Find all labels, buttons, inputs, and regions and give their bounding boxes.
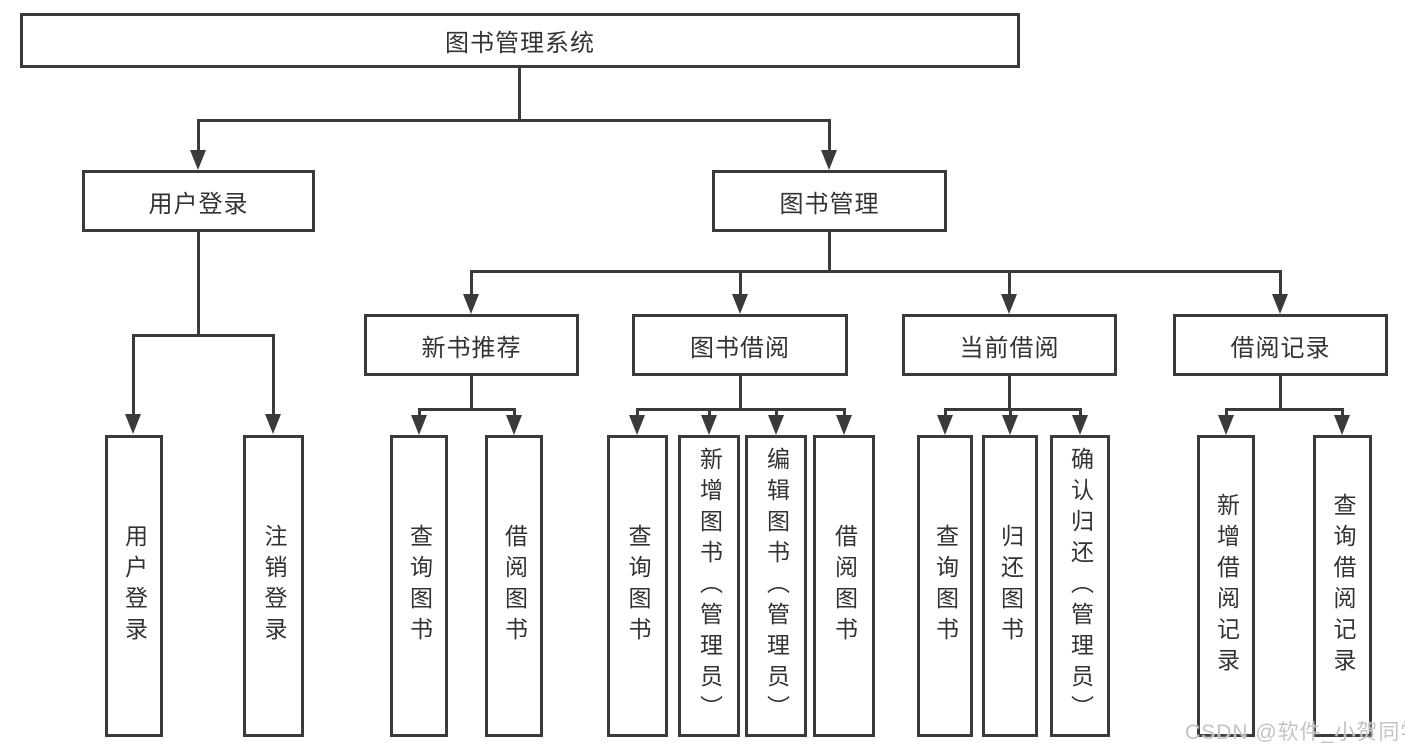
leaf-borrow-books-recommend: 借阅图书 <box>485 435 543 737</box>
connector-arrow-shaft <box>708 408 711 416</box>
arrow-head <box>701 415 717 435</box>
leaf-confirm-return-admin: 确认归还（管理员） <box>1050 435 1110 737</box>
leaf-borrow-books: 借阅图书 <box>813 435 875 737</box>
arrow-head-book-borrowing <box>732 294 748 314</box>
connector-arrow-shaft <box>1279 270 1282 295</box>
leaf-add-borrow-record: 新增借阅记录 <box>1197 435 1255 737</box>
arrow-head <box>1334 415 1350 435</box>
arrow-head-book-management <box>821 150 837 170</box>
connector-arrow-shaft <box>470 270 473 295</box>
arrow-head <box>937 415 953 435</box>
connector-user-login-stub <box>197 232 200 335</box>
leaf-return-books: 归还图书 <box>982 435 1038 737</box>
connector-arrow-shaft <box>739 270 742 295</box>
connector-root-stub <box>518 68 521 120</box>
connector-arrow-shaft <box>1008 270 1011 295</box>
leaf-logout: 注销登录 <box>243 435 304 737</box>
node-book-management: 图书管理 <box>712 170 947 232</box>
connector-arrow-shaft <box>132 334 135 415</box>
watermark: CSDN @软件_小贺同学 <box>1185 721 1405 744</box>
arrow-head <box>836 415 852 435</box>
arrow-head <box>1002 415 1018 435</box>
connector-level1-hline <box>197 119 831 122</box>
leaf-edit-books-admin: 编辑图书（管理员） <box>745 435 807 737</box>
leaf-user-login: 用户登录 <box>105 435 163 737</box>
connector-arrow-shaft <box>828 119 831 151</box>
connector-stub <box>739 376 742 408</box>
node-user-login: 用户登录 <box>82 170 315 232</box>
connector-hline <box>418 408 516 411</box>
node-current-borrowing: 当前借阅 <box>902 314 1117 376</box>
arrow-head-current-borrowing <box>1001 294 1017 314</box>
leaf-query-books-current: 查询图书 <box>917 435 973 737</box>
connector-level2-hline <box>470 270 1281 273</box>
connector-arrow-shaft <box>1009 408 1012 416</box>
connector-hline <box>944 408 1081 411</box>
connector-user-login-hline <box>132 334 275 337</box>
connector-arrow-shaft <box>272 334 275 415</box>
connector-arrow-shaft <box>775 408 778 416</box>
connector-arrow-shaft <box>843 408 846 416</box>
leaf-add-books-admin: 新增图书（管理员） <box>678 435 740 737</box>
leaf-query-books-borrow: 查询图书 <box>607 435 668 737</box>
connector-arrow-shaft <box>197 119 200 151</box>
connector-arrow-shaft <box>636 408 639 416</box>
arrow-head <box>411 415 427 435</box>
arrow-head <box>768 415 784 435</box>
arrow-head-leaf-logout <box>265 414 281 434</box>
connector-arrow-shaft <box>1079 408 1082 416</box>
connector-stub <box>1008 376 1011 408</box>
arrow-head <box>1218 415 1234 435</box>
connector-stub <box>470 376 473 408</box>
node-new-book-recommendation: 新书推荐 <box>364 314 579 376</box>
arrow-head-leaf-user-login <box>125 414 141 434</box>
arrow-head-user-login <box>190 150 206 170</box>
connector-arrow-shaft <box>1341 408 1344 416</box>
connector-arrow-shaft <box>513 408 516 416</box>
connector-book-management-stub <box>828 232 831 270</box>
arrow-head <box>506 415 522 435</box>
connector-arrow-shaft <box>1225 408 1228 416</box>
leaf-query-borrow-record: 查询借阅记录 <box>1313 435 1372 737</box>
connector-arrow-shaft <box>944 408 947 416</box>
arrow-head <box>1072 415 1088 435</box>
connector-hline <box>636 408 845 411</box>
leaf-query-books-recommend: 查询图书 <box>390 435 448 737</box>
node-book-borrowing: 图书借阅 <box>632 314 848 376</box>
connector-arrow-shaft <box>418 408 421 416</box>
arrow-head-borrowing-records <box>1272 294 1288 314</box>
connector-stub <box>1279 376 1282 408</box>
node-borrowing-records: 借阅记录 <box>1173 314 1388 376</box>
node-library-system: 图书管理系统 <box>20 13 1020 68</box>
arrow-head-new-book <box>463 294 479 314</box>
connector-hline <box>1225 408 1343 411</box>
arrow-head <box>629 415 645 435</box>
